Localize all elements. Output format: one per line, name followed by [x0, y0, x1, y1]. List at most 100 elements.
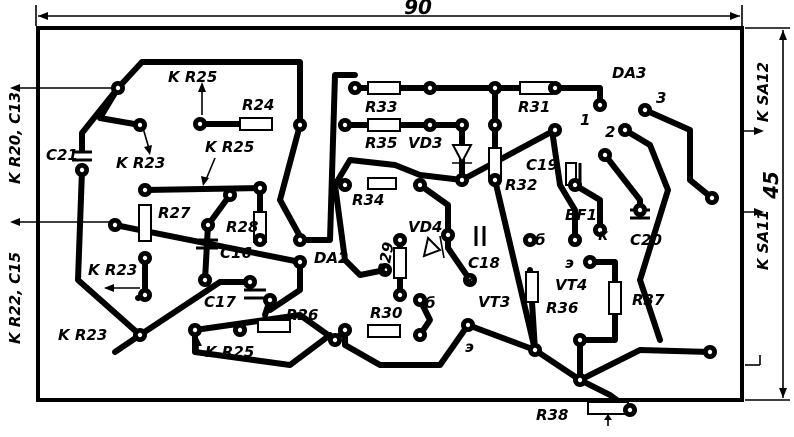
solder-pad-hole [459, 122, 465, 128]
width-dimension: 90 [35, 0, 743, 26]
solder-pad-hole [79, 167, 85, 173]
solder-pad-hole [427, 122, 433, 128]
label-r34: R34 [352, 191, 384, 209]
label-r35: R35 [365, 134, 397, 152]
solder-pad-hole [205, 222, 211, 228]
solder-pad-hole [142, 187, 148, 193]
height-dimension: 45 [745, 27, 790, 401]
solder-pad-hole [527, 237, 533, 243]
label-pin-3: 3 [656, 89, 666, 107]
right-bottom-connection-label: K SA11 [754, 210, 772, 270]
solder-pad-hole [577, 337, 583, 343]
solder-pad-hole [577, 377, 583, 383]
label-vt3-base: б [425, 294, 435, 312]
solder-pad-hole [297, 237, 303, 243]
label-c19: C19 [526, 156, 558, 174]
solder-pad-hole [142, 292, 148, 298]
solder-pad-hole [257, 237, 263, 243]
resistor-r33 [367, 81, 401, 95]
height-label: 45 [759, 171, 783, 200]
solder-pad-hole [352, 85, 358, 91]
label-bf1: BF1 [565, 206, 597, 224]
solder-pad-hole [622, 127, 628, 133]
left-bottom-connection-label: K R22, C15 [6, 252, 24, 344]
solder-pad-hole [459, 177, 465, 183]
board-outline [36, 26, 744, 402]
solder-pad-hole [597, 102, 603, 108]
solder-pad-hole [342, 182, 348, 188]
solder-pad-hole [597, 227, 603, 233]
label-bf1-k: к [598, 226, 609, 244]
solder-pad-hole [627, 407, 633, 413]
solder-pad-hole [572, 182, 578, 188]
label-c16: C16 [220, 244, 252, 262]
resistor-r24 [239, 117, 273, 131]
solder-pad-hole [587, 259, 593, 265]
label-vt3-emitter: э [465, 338, 474, 356]
label-r32: R32 [505, 176, 537, 194]
label-r38: R38 [536, 406, 568, 424]
label-r31: R31 [518, 98, 550, 116]
solder-pad-hole [112, 222, 118, 228]
solder-pad-hole [709, 195, 715, 201]
solder-pad-hole [332, 337, 338, 343]
label-vt4-emitter: э [565, 254, 574, 272]
solder-pads [75, 81, 719, 417]
label-pin-2: 2 [605, 123, 615, 141]
solder-pad-hole [492, 177, 498, 183]
solder-pad-hole [532, 347, 538, 353]
capacitor-c16 [196, 238, 218, 250]
solder-pad-hole [572, 237, 578, 243]
label-r27: R27 [158, 204, 191, 222]
solder-pad-hole [297, 259, 303, 265]
solder-pad-hole [642, 107, 648, 113]
label-r29: R29 [374, 241, 397, 276]
resistor-r27 [138, 204, 152, 242]
label-pin-1: 1 [580, 111, 590, 129]
component-labels: DA3 DA2 K R25 K R25 K R25 K R23 K R23 K … [46, 64, 666, 424]
label-vt3-collector: к [465, 271, 476, 289]
external-arrows [10, 84, 764, 226]
solder-pad-hole [637, 207, 643, 213]
label-vt4: VT4 [555, 276, 587, 294]
resistor-r36 [525, 271, 539, 303]
resistor-r29 [393, 247, 407, 279]
solder-pad-hole [465, 322, 471, 328]
solder-pad-hole [257, 185, 263, 191]
resistor-r34 [367, 177, 397, 190]
solder-pad-hole [382, 267, 388, 273]
capacitor-c17 [244, 288, 266, 300]
resistor-r31 [519, 81, 553, 95]
solder-pad-hole [492, 85, 498, 91]
label-vd3: VD3 [408, 134, 443, 152]
solder-pad-hole [552, 85, 558, 91]
resistor-r26 [257, 319, 291, 333]
solder-pad-hole [237, 327, 243, 333]
label-c18: C18 [468, 254, 500, 272]
diode-vd3 [451, 144, 473, 165]
label-c20: C20 [630, 231, 662, 249]
label-vd4: VD4 [408, 218, 443, 236]
label-k-r23-a: K R23 [116, 154, 165, 172]
solder-pad-hole [397, 292, 403, 298]
solder-pad-hole [202, 277, 208, 283]
solder-pad-hole [417, 182, 423, 188]
label-k-r23-b: K R23 [88, 261, 137, 279]
solder-pad-hole [115, 85, 121, 91]
solder-pad-hole [552, 127, 558, 133]
solder-pad-hole [417, 297, 423, 303]
ground-symbol [745, 355, 761, 366]
label-r26: R26 [286, 306, 318, 324]
label-r30: R30 [370, 304, 402, 322]
label-vt3: VT3 [478, 293, 510, 311]
label-k-r25-top: K R25 [168, 68, 217, 86]
solder-pad-hole [492, 122, 498, 128]
label-vt4-base: б [535, 231, 545, 249]
solder-pad-hole [427, 85, 433, 91]
label-r33: R33 [365, 98, 397, 116]
capacitor-c21 [72, 150, 92, 162]
width-label: 90 [404, 0, 432, 19]
solder-pad-hole [397, 237, 403, 243]
solder-pad-hole [707, 349, 713, 355]
